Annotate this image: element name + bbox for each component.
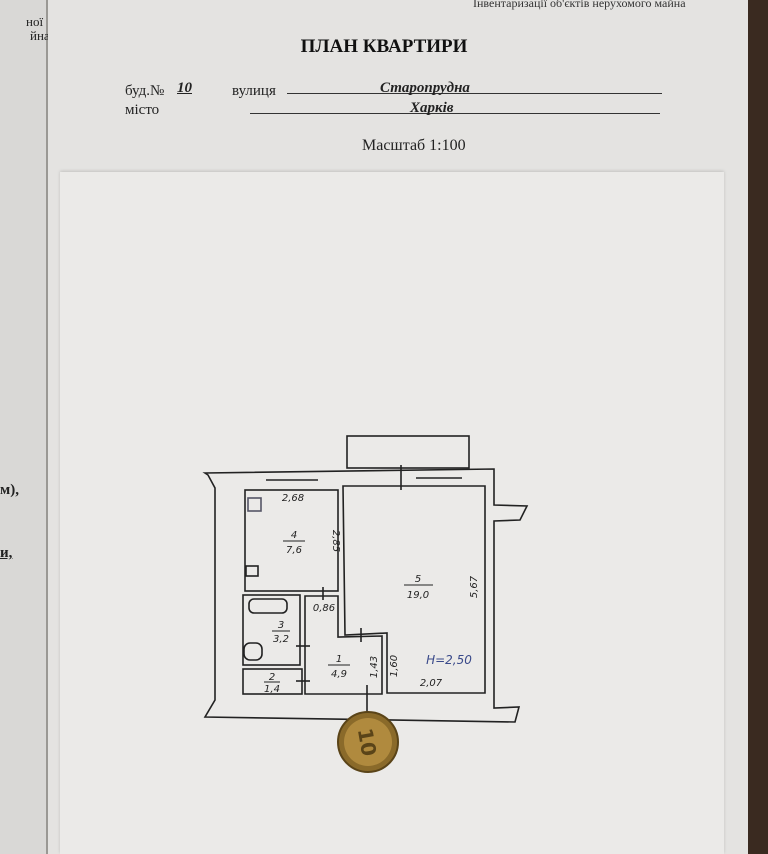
dimension-label: 2,68 [282,493,304,504]
page-title: ПЛАН КВАРТИРИ [300,36,468,57]
scale-label: Масштаб 1:100 [362,137,466,154]
room-2-area: 1,4 [264,684,280,695]
toilet-icon [243,642,263,661]
city-value: Харків [410,100,454,116]
room-3-bathroom [242,594,301,666]
street-underline [287,93,662,94]
dimension-label: 5,67 [469,575,480,598]
coin: 10 [337,711,399,773]
room-1-area: 4,9 [331,669,347,680]
header-note: Інвентаризації об'єктів нерухомого майна [473,0,686,10]
room-5-number: 5 [415,574,421,585]
dimension-label: 2,07 [420,678,443,689]
left-page-fragment: и, [0,545,13,561]
street-label: вулиця [232,83,276,99]
room-4-area: 7,6 [286,545,302,556]
left-page: ної йна м), и, [0,0,50,854]
ceiling-height: H=2,50 [426,653,472,667]
city-underline [250,113,660,114]
building-value: 10 [177,80,192,96]
dimension-label: 2,85 [330,530,341,552]
room-4-kitchen [244,489,339,592]
sink-icon [245,565,259,577]
room-3-number: 3 [278,620,284,631]
bathtub-icon [248,598,288,614]
room-3-area: 3,2 [273,634,289,645]
building-label: буд.№ [125,83,165,99]
room-1-number: 1 [336,654,342,665]
left-page-fragment: м), [0,482,19,498]
dimension-label: 1,43 [369,656,380,678]
city-label: місто [125,102,160,118]
room-2-number: 2 [269,672,275,683]
room-5-area: 19,0 [407,590,429,601]
dimension-label: 0,86 [313,603,335,614]
room-5-living [342,485,486,694]
room-1-hall [304,595,383,695]
stove-icon [247,497,262,512]
dimension-label: 1,60 [389,655,400,677]
left-page-fragment: йна [30,28,50,43]
coin-value: 10 [353,726,381,758]
street-value: Старопрудна [380,80,470,96]
left-page-fragment: ної [26,14,44,29]
outer-wall [202,468,529,723]
balcony [346,435,470,469]
room-4-number: 4 [291,530,297,541]
